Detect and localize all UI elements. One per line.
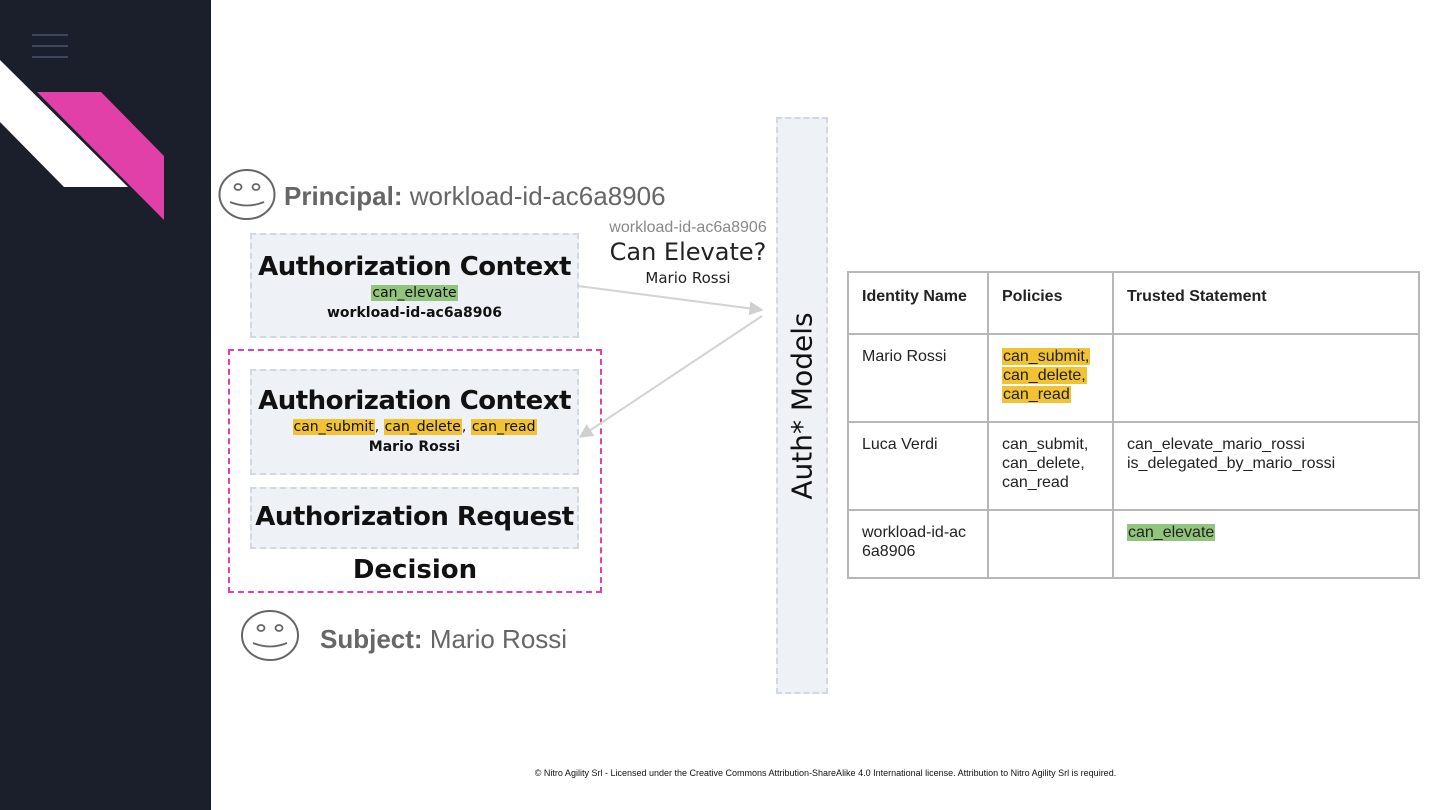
- decision-frame: [228, 349, 602, 593]
- table-header-row: Identity Name Policies Trusted Statement: [847, 271, 1420, 335]
- policy-item: can_delete,: [1002, 367, 1087, 384]
- question-workload: workload-id-ac6a8906: [609, 219, 767, 236]
- decision-label: Decision: [352, 555, 478, 585]
- policy-item: can_delete,: [1002, 455, 1085, 472]
- table-row: workload-id-ac 6a8906 can_elevate: [847, 509, 1420, 579]
- cell-identity-name: workload-id-ac 6a8906: [847, 509, 989, 579]
- table-row: Luca Verdi can_submit, can_delete, can_r…: [847, 421, 1420, 511]
- principal-label: Principal:: [284, 181, 403, 211]
- identity-name-part: 6a8906: [862, 543, 916, 560]
- subject-face-icon: [241, 610, 299, 661]
- cell-trusted-statement: [1112, 333, 1420, 423]
- policy-item: can_read: [1002, 474, 1069, 491]
- subject-auth-context: Authorization Context can_submit, can_de…: [250, 369, 579, 475]
- principal-context-title: Authorization Context: [258, 252, 571, 282]
- tag-separator: ,: [374, 419, 384, 435]
- auth-models-label: Auth* Models: [785, 311, 819, 500]
- statement-item: can_elevate: [1127, 524, 1216, 541]
- principal-context-tag: can_elevate: [371, 285, 458, 301]
- auth-models-panel: Auth* Models: [776, 117, 828, 694]
- identity-policy-table: Identity Name Policies Trusted Statement…: [847, 271, 1420, 579]
- license-footer: © Nitro Agility Srl - Licensed under the…: [534, 768, 1117, 778]
- header-policies: Policies: [987, 271, 1114, 335]
- policy-item: can_read: [1002, 386, 1071, 403]
- identity-name-part: workload-id-ac: [862, 524, 967, 541]
- table-row: Mario Rossi can_submit, can_delete, can_…: [847, 333, 1420, 423]
- logo-pink-stripe: [37, 92, 164, 220]
- cell-identity-name: Mario Rossi: [847, 333, 989, 423]
- subject-context-tags: can_submit, can_delete, can_read: [252, 417, 577, 437]
- sidebar: [0, 0, 211, 810]
- authorization-request: Authorization Request: [250, 487, 579, 549]
- principal-auth-context: Authorization Context can_elevate worklo…: [250, 233, 579, 338]
- subject-context-title: Authorization Context: [258, 386, 571, 416]
- statement-item: is_delegated_by_mario_rossi: [1127, 455, 1336, 472]
- logo-white-stripe: [0, 60, 128, 187]
- question-name: Mario Rossi: [645, 269, 731, 287]
- principal-value: workload-id-ac6a8906: [409, 181, 666, 211]
- brand-logo: [0, 60, 164, 220]
- principal-line: Principal: workload-id-ac6a8906: [284, 181, 666, 212]
- cell-identity-name: Luca Verdi: [847, 421, 989, 511]
- subject-context-tag: can_submit: [292, 419, 375, 435]
- principal-context-identity: workload-id-ac6a8906: [327, 305, 502, 321]
- tag-separator: ,: [461, 419, 471, 435]
- subject-context-tag: can_delete: [383, 419, 462, 435]
- subject-context-tag: can_read: [470, 419, 537, 435]
- arrow-models-to-subject-context: [578, 315, 763, 438]
- authorization-request-title: Authorization Request: [255, 502, 574, 532]
- cell-policies: can_submit, can_delete, can_read: [987, 421, 1114, 511]
- menu-icon[interactable]: [30, 32, 70, 60]
- principal-face-icon: [218, 169, 276, 220]
- policy-item: can_submit,: [1002, 348, 1091, 365]
- cell-policies: can_submit, can_delete, can_read: [987, 333, 1114, 423]
- arrow-context-to-models: [577, 285, 764, 316]
- statement-item: can_elevate_mario_rossi: [1127, 436, 1305, 453]
- cell-policies: [987, 509, 1114, 579]
- subject-label: Subject:: [320, 624, 423, 654]
- cell-trusted-statement: can_elevate: [1112, 509, 1420, 579]
- question-text: Can Elevate?: [609, 238, 767, 266]
- header-trusted-statement: Trusted Statement: [1112, 271, 1420, 335]
- subject-context-identity: Mario Rossi: [368, 439, 461, 455]
- subject-value: Mario Rossi: [429, 624, 568, 654]
- cell-trusted-statement: can_elevate_mario_rossi is_delegated_by_…: [1112, 421, 1420, 511]
- policy-item: can_submit,: [1002, 436, 1089, 453]
- header-identity-name: Identity Name: [847, 271, 989, 335]
- subject-line: Subject: Mario Rossi: [320, 624, 567, 655]
